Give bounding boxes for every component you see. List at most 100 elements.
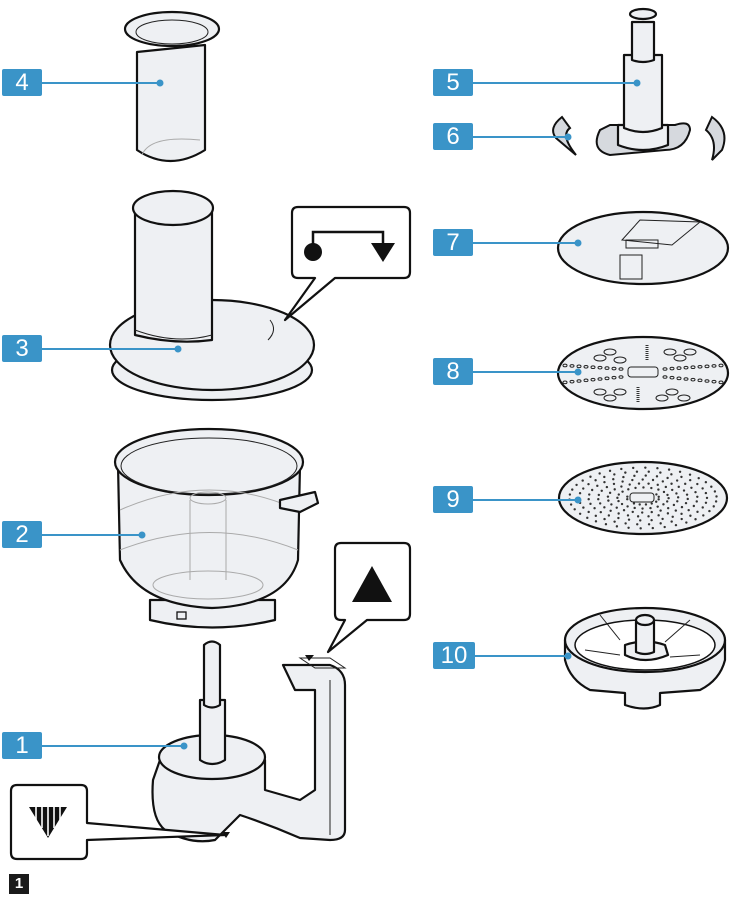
shredding-hole (611, 366, 617, 371)
shredding-hole (583, 364, 589, 369)
grating-hole (661, 517, 664, 521)
grating-hole (589, 502, 592, 506)
grating-hole (676, 500, 679, 503)
part-badge-6: 6 (433, 123, 473, 150)
grating-hole (670, 482, 673, 485)
grating-hole (641, 511, 644, 514)
grating-hole (603, 517, 606, 521)
grating-hole (678, 470, 682, 473)
lock-start-dot-icon (304, 243, 322, 261)
shredding-hole (662, 367, 668, 371)
grating-hole (641, 478, 644, 481)
grating-hole (621, 490, 624, 493)
grating-hole (657, 495, 660, 498)
grating-hole (701, 506, 704, 509)
grating-hole (581, 479, 584, 482)
grating-hole (702, 514, 705, 517)
grating-hole (667, 496, 670, 500)
shredding-hole (697, 378, 703, 383)
grating-hole (685, 521, 688, 524)
shredding-hole (569, 379, 575, 384)
grating-hole (659, 509, 662, 512)
grating-hole (712, 505, 715, 508)
shredding-hole (704, 364, 710, 369)
grating-hole (692, 504, 696, 508)
grating-hole (615, 525, 619, 528)
grating-hole (671, 488, 674, 492)
grating-hole (598, 472, 601, 475)
grating-hole (680, 512, 683, 516)
grating-hole (622, 475, 625, 479)
shredding-hole (683, 377, 689, 381)
grating-hole (624, 522, 627, 525)
grating-hole (659, 471, 662, 474)
grating-hole (656, 483, 659, 487)
grating-hole (666, 493, 669, 497)
grating-hole (655, 500, 658, 503)
grating-hole (612, 482, 616, 486)
grating-hole (696, 495, 699, 498)
base-mark-callout (9, 783, 227, 861)
grating-hole (662, 503, 665, 506)
part-badge-1: 1 (2, 732, 42, 759)
grating-hole (670, 473, 673, 476)
grating-hole (639, 519, 642, 522)
grating-hole (651, 478, 655, 482)
grating-hole (604, 523, 608, 526)
grating-hole (644, 503, 648, 506)
grating-hole (705, 496, 709, 500)
triangle-up-icon (352, 566, 392, 602)
bowl-mark-callout (326, 541, 412, 654)
grating-hole (688, 478, 692, 482)
grating-hole (662, 490, 666, 494)
grating-hole (656, 467, 659, 470)
shredding-hole (704, 379, 710, 383)
shredding-hole (562, 363, 568, 368)
grating-hole (687, 508, 690, 512)
grating-hole (631, 510, 634, 514)
shredding-blade-slot (665, 388, 679, 396)
grating-hole (582, 487, 585, 490)
grating-hole (704, 491, 708, 495)
shredding-hole (697, 364, 703, 369)
grating-hole (688, 473, 692, 476)
grating-hole (626, 498, 629, 501)
grating-hole (677, 485, 680, 489)
grating-hole (626, 514, 630, 517)
shredding-blade-slot (613, 356, 627, 364)
grating-hole (680, 475, 683, 479)
grating-hole (655, 493, 658, 496)
part-badge-4: 4 (2, 69, 42, 96)
grating-hole (613, 520, 616, 523)
shredding-blade-slot (683, 348, 697, 356)
grating-hole (594, 520, 598, 523)
shredding-blade-slot (673, 354, 687, 362)
grating-hole (617, 499, 620, 503)
shredding-hole (562, 380, 568, 385)
grating-hole (713, 490, 717, 493)
shredding-blade-slot (593, 354, 607, 362)
grating-hole (667, 468, 671, 471)
grating-hole (666, 500, 669, 503)
grating-hole (695, 500, 698, 503)
grating-hole (631, 478, 634, 482)
grating-hole (690, 486, 693, 489)
grating-disc-illustration (557, 460, 729, 536)
grating-hole (613, 488, 616, 491)
grating-hole (675, 492, 678, 495)
shredding-hole (590, 377, 596, 382)
grating-hole (639, 527, 642, 530)
shredding-hole (604, 366, 610, 370)
grating-hole (627, 518, 631, 521)
grating-hole (569, 503, 573, 506)
grating-hole (613, 473, 616, 476)
grating-hole (589, 475, 592, 478)
grating-hole (708, 509, 711, 513)
grating-hole (622, 509, 626, 512)
grating-hole (617, 512, 620, 515)
base-illustration (151, 640, 347, 843)
grating-hole (670, 520, 673, 523)
figure-label: 1 (9, 874, 29, 894)
grating-hole (674, 523, 678, 527)
